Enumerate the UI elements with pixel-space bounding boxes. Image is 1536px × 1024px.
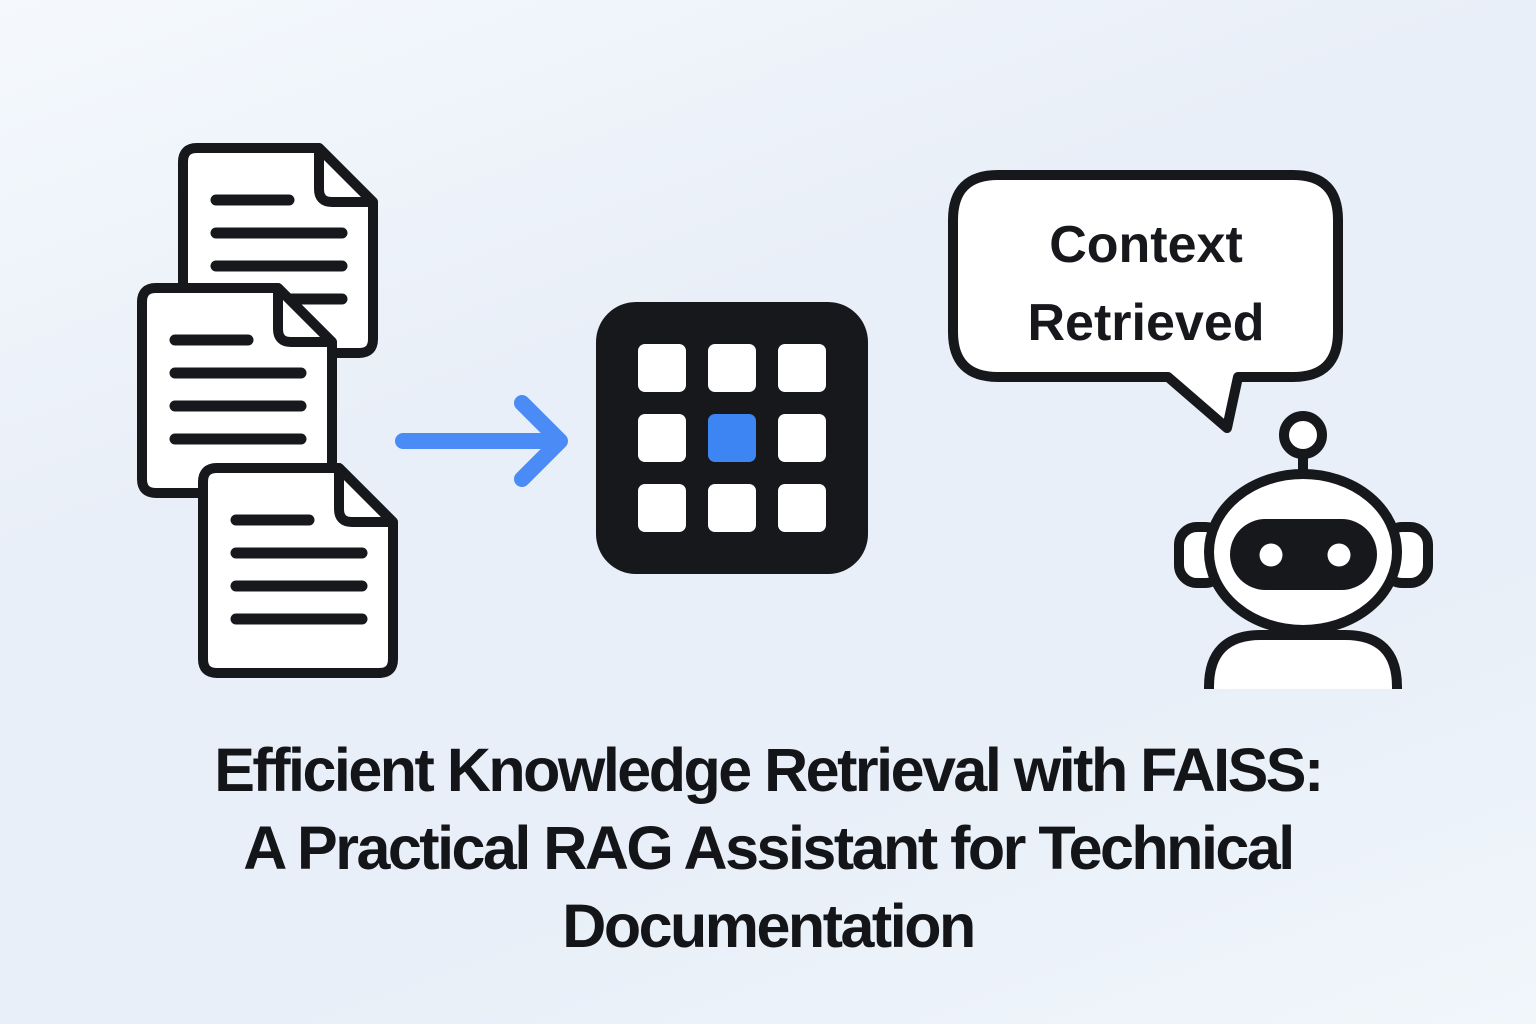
page-title: Efficient Knowledge Retrieval with FAISS… [214,736,1324,960]
robot-eye-right [1327,543,1351,567]
robot-antenna-ball [1279,411,1327,459]
speech-bubble-icon: Context Retrieved [948,170,1343,433]
robot-icon [1174,411,1433,689]
document-text-lines [230,514,368,625]
document-icon [198,463,398,678]
robot-body [1204,630,1402,689]
folded-corner [273,283,337,347]
grid-cells [638,344,826,532]
document-text-lines [169,334,307,445]
flow-arrow-icon [395,395,568,487]
vector-grid-icon [596,302,868,574]
bubble-text-line1: Context [1049,216,1243,274]
folded-corner [334,463,398,527]
document-icon [137,283,337,498]
grid-center-cell [708,414,756,462]
bubble-text-line2: Retrieved [1028,294,1265,352]
robot-eye-left [1259,543,1283,567]
speech-bubble-shape [948,170,1343,433]
folded-corner [314,143,378,207]
document-stack-icon [137,143,398,678]
robot-visor [1230,519,1377,590]
